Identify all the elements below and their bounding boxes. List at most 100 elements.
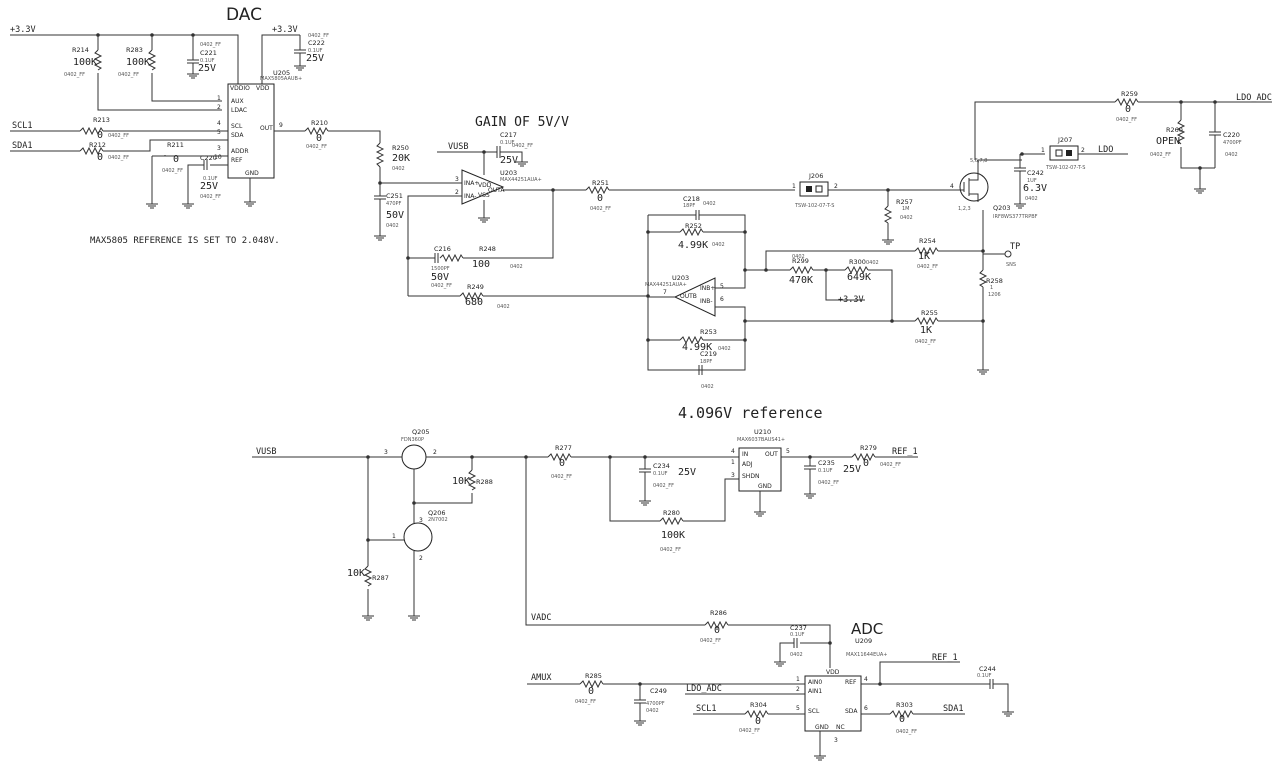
r280-ref: R280 bbox=[663, 509, 680, 517]
c235-spec: 0.1UF bbox=[818, 468, 833, 474]
r283-value: 100K bbox=[126, 57, 150, 68]
r300-ref: R300 bbox=[849, 258, 866, 266]
svg-text:3: 3 bbox=[455, 176, 459, 183]
tp-sense-testpoint[interactable] bbox=[1004, 250, 1012, 258]
r277-value: 0 bbox=[559, 458, 565, 469]
svg-text:1: 1 bbox=[1041, 147, 1045, 154]
r286-ref: R286 bbox=[710, 609, 727, 617]
c234-ref: C234 bbox=[653, 462, 670, 470]
svg-text:5: 5 bbox=[217, 129, 221, 136]
u210-pin-adj: ADJ bbox=[742, 461, 753, 468]
c244-ref: C244 bbox=[979, 665, 996, 673]
r286-pkg: 0402_FF bbox=[700, 638, 721, 644]
c216-pkg: 0402_FF bbox=[431, 283, 452, 289]
r212-value: 0 bbox=[97, 152, 103, 163]
u210-part: MAX6037BAUS41+ bbox=[737, 437, 785, 443]
c219-spec: 18PF bbox=[700, 359, 712, 365]
net-3v3-dac: +3.3V bbox=[10, 25, 36, 35]
r210-pkg: 0402_FF bbox=[306, 144, 327, 150]
r258-ref: R258 bbox=[986, 277, 1003, 285]
c220b-value: 25V bbox=[200, 181, 218, 192]
c244-spec: 0.1UF bbox=[977, 673, 992, 679]
u203a-part: MAX44251AUA+ bbox=[500, 177, 542, 183]
r288-value: 10K bbox=[452, 476, 470, 487]
r277-ref: R277 bbox=[555, 444, 572, 452]
net-ldo-adc-in: LDO_ADC bbox=[686, 684, 722, 694]
svg-text:1: 1 bbox=[392, 533, 396, 540]
j207-part: TSW-102-07-T-S bbox=[1045, 165, 1085, 171]
u205-pin-scl: SCL bbox=[231, 123, 243, 130]
c220b-pkg: 0402_FF bbox=[200, 194, 221, 200]
q206-mosfet bbox=[403, 522, 433, 552]
u210-pin-gnd: GND bbox=[758, 483, 772, 490]
r280-pkg: 0402_FF bbox=[660, 547, 681, 553]
q205-part: FDN360P bbox=[401, 437, 424, 443]
r214-pkg: 0402_FF bbox=[64, 72, 85, 78]
u205-ref: U205 bbox=[273, 69, 290, 77]
net-sda1-adc: SDA1 bbox=[943, 704, 963, 714]
c237-spec: 0.1UF bbox=[790, 632, 805, 638]
r277-pkg: 0402_FF bbox=[551, 474, 572, 480]
u209-ref: U209 bbox=[855, 637, 872, 645]
q206-ref: Q206 bbox=[428, 509, 446, 517]
r252-pkg: 0402 bbox=[712, 242, 725, 248]
u203a-pin-inan: INA- bbox=[464, 193, 476, 200]
svg-text:3: 3 bbox=[419, 517, 423, 524]
svg-text:10: 10 bbox=[214, 154, 222, 161]
u203a-pin-vss: VSS bbox=[478, 192, 490, 199]
svg-text:7: 7 bbox=[663, 289, 667, 296]
r257-value: 1M bbox=[902, 206, 910, 212]
svg-text:5: 5 bbox=[720, 283, 724, 290]
u210-pin-in: IN bbox=[742, 451, 748, 458]
c235-pkg: 0402_FF bbox=[818, 480, 839, 486]
r248-value: 100 bbox=[472, 259, 490, 270]
svg-text:4: 4 bbox=[731, 448, 735, 455]
u203b-pin-inbn: INB- bbox=[700, 298, 713, 305]
r257-pkg: 0402 bbox=[900, 215, 913, 221]
u210-chip bbox=[738, 447, 782, 492]
svg-text:3: 3 bbox=[731, 472, 735, 479]
j206-jumper[interactable] bbox=[799, 181, 829, 197]
svg-text:2: 2 bbox=[419, 555, 423, 562]
net-sda1-dac: SDA1 bbox=[12, 141, 32, 151]
title-dac: DAC bbox=[226, 5, 262, 25]
q206-part: 2N7002 bbox=[428, 517, 448, 523]
r287-value: 10K bbox=[347, 568, 365, 579]
r257-ref: R257 bbox=[896, 198, 913, 206]
r304-pkg: 0402_FF bbox=[739, 728, 760, 734]
c218-pkg: 0402 bbox=[703, 201, 716, 207]
r248-ref: R248 bbox=[479, 245, 496, 253]
c222-spec: 0.1UF bbox=[308, 48, 323, 54]
r303-value: 0 bbox=[899, 714, 905, 725]
dac-section: +3.3V R214 100K 0402_FF R283 100K 0402_F… bbox=[10, 25, 381, 209]
r255-value: 1K bbox=[920, 325, 932, 336]
svg-text:4: 4 bbox=[950, 183, 954, 190]
svg-text:5,6,7,8: 5,6,7,8 bbox=[970, 158, 988, 164]
q203-part: IRF8WS377TRPBF bbox=[993, 214, 1038, 220]
c221-ref: C221 bbox=[200, 49, 217, 57]
r258-value: 1 bbox=[990, 285, 993, 291]
u209-pin-ain0: AIN0 bbox=[808, 679, 822, 686]
r283-ref: R283 bbox=[126, 46, 143, 54]
c242-ref: C242 bbox=[1027, 169, 1044, 177]
r285-pkg: 0402_FF bbox=[575, 699, 596, 705]
r260-ref: R260 bbox=[1166, 126, 1183, 134]
r252-ref: R252 bbox=[685, 222, 702, 230]
u205-pin-ref: REF bbox=[231, 157, 243, 164]
reference-section: VUSB 3 2 Q205 FDN360P 10K R288 1 3 2 Q20… bbox=[252, 428, 918, 621]
title-gain: GAIN OF 5V/V bbox=[475, 115, 569, 130]
title-ref4096: 4.096V reference bbox=[678, 404, 823, 422]
j207-jumper[interactable] bbox=[1049, 145, 1079, 161]
r211-value: 0 bbox=[173, 154, 179, 165]
r213-value: 0 bbox=[97, 130, 103, 141]
r260-value: OPEN bbox=[1156, 136, 1180, 147]
u203b-part: MAX44251AUA+ bbox=[645, 282, 687, 288]
r287-ref: R287 bbox=[372, 574, 389, 582]
j207-ref: J207 bbox=[1057, 136, 1072, 144]
svg-text:1: 1 bbox=[792, 183, 796, 190]
c216-ref: C216 bbox=[434, 245, 451, 253]
net-vusb-amp: VUSB bbox=[448, 142, 468, 152]
r288-ref: R288 bbox=[476, 478, 493, 486]
u205-pin-ldac: LDAC bbox=[231, 107, 247, 114]
